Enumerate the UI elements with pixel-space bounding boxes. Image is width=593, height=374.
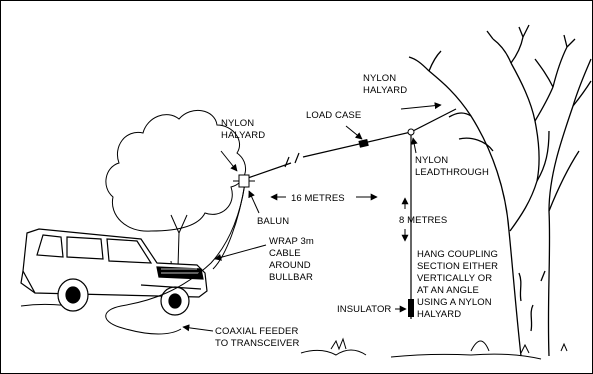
label-balun: BALUN bbox=[257, 216, 289, 227]
label-16-metres: 16 METRES bbox=[291, 193, 345, 204]
coaxial-feeder bbox=[105, 182, 246, 335]
label-insulator: INSULATOR bbox=[337, 304, 391, 315]
pointer-arrows bbox=[182, 102, 442, 332]
right-tree-icon bbox=[408, 24, 592, 357]
label-nylon-leadthrough: NYLON LEADTHROUGH bbox=[415, 155, 489, 178]
label-coaxial-feeder: COAXIAL FEEDER TO TRANSCEIVER bbox=[215, 326, 301, 349]
label-hang-coupling: HANG COUPLING SECTION EITHER VERTICALLY … bbox=[417, 249, 501, 320]
label-nylon-halyard-left: NYLON HALYARD bbox=[221, 118, 265, 141]
label-nylon-halyard-right: NYLON HALYARD bbox=[363, 73, 407, 96]
ground bbox=[20, 303, 568, 360]
load-case-icon bbox=[358, 138, 369, 148]
label-wrap-cable: WRAP 3m CABLE AROUND BULLBAR bbox=[269, 236, 317, 283]
label-8-metres: 8 METRES bbox=[399, 215, 447, 226]
vehicle-icon bbox=[20, 228, 208, 316]
insulator-icon bbox=[408, 299, 414, 317]
label-load-case: LOAD CASE bbox=[306, 110, 361, 121]
leadthrough-ring-icon bbox=[407, 128, 415, 136]
balun-icon bbox=[233, 174, 255, 188]
